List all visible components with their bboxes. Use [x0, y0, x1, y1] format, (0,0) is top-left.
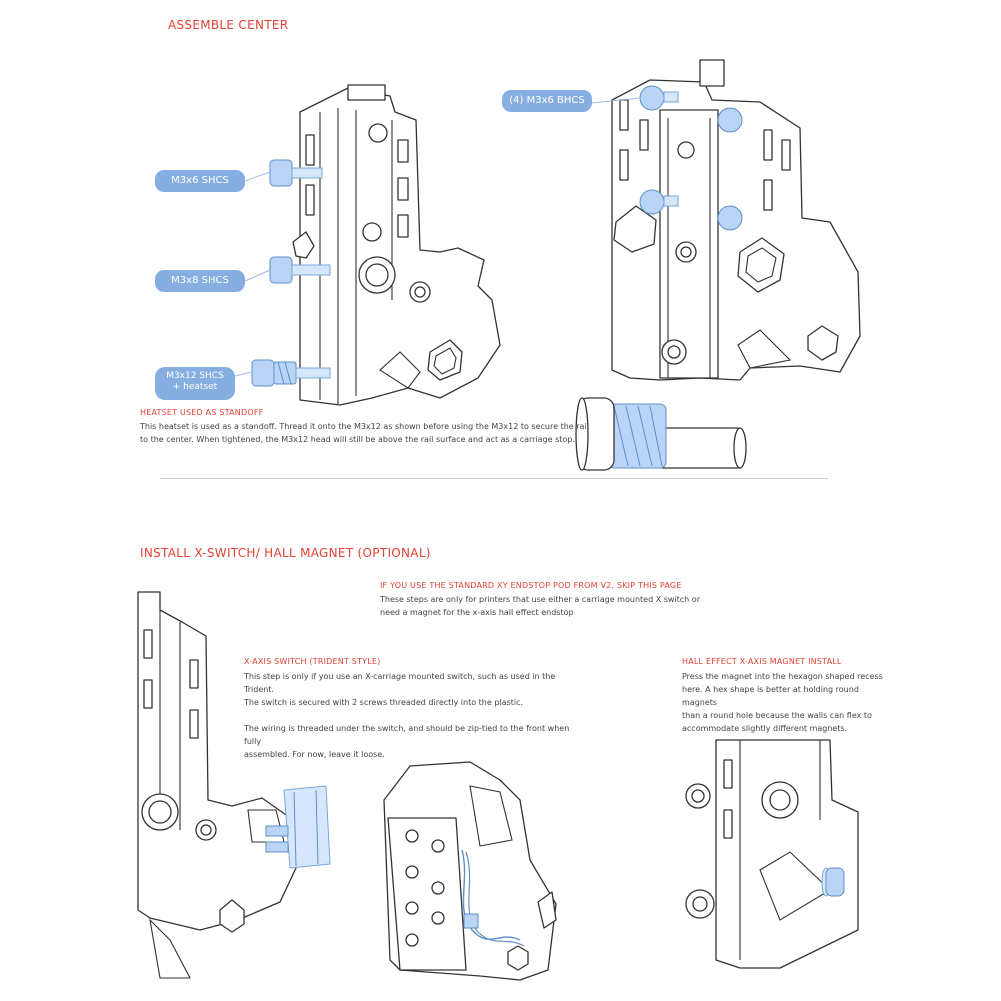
callout-m3x6-bhcs: (4) M3x6 BHCS: [502, 90, 592, 112]
m3x8-shcs-screw: [269, 256, 331, 284]
section-divider: [160, 478, 828, 479]
hall-effect-magnet-part: [821, 867, 845, 897]
bhcs-screw-2: [717, 107, 743, 133]
center-assembly-rear-drawing: [591, 59, 861, 381]
callout-m3x8-shcs: M3x8 SHCS: [155, 270, 245, 292]
hall-line: Press the magnet into the hexagon shaped…: [682, 672, 883, 681]
skip-page-text: These steps are only for printers that u…: [380, 593, 700, 619]
callout-m3x6-shcs: M3x6 SHCS: [155, 170, 245, 192]
hall-line: than a round hole because the walls can …: [682, 711, 872, 720]
xswitch-line: The wiring is threaded under the switch,…: [244, 724, 570, 746]
x-axis-switch-text: This step is only if you use an X-carria…: [244, 670, 574, 761]
skip-page-title: IF YOU USE THE STANDARD XY ENDSTOP POD F…: [380, 581, 682, 590]
hall-effect-magnet-text: Press the magnet into the hexagon shaped…: [682, 670, 892, 735]
xswitch-line: This step is only if you use an X-carria…: [244, 672, 556, 694]
hall-line: here. A hex shape is better at holding r…: [682, 685, 859, 707]
skip-line: need a magnet for the x-axis hall effect…: [380, 608, 574, 617]
bhcs-screw-3: [639, 189, 679, 215]
xswitch-line: The switch is secured with 2 screws thre…: [244, 698, 524, 707]
skip-line: These steps are only for printers that u…: [380, 595, 700, 604]
heatset-standoff-closeup-drawing: [575, 397, 747, 471]
hall-effect-magnet-title: HALL EFFECT X-AXIS MAGNET INSTALL: [682, 657, 842, 666]
note-title-heatset-standoff: HEATSET USED AS STANDOFF: [140, 408, 264, 417]
callout-m3x12-shcs-heatset: M3x12 SHCS + heatset: [155, 367, 235, 400]
callout-m3x12-line2: + heatset: [172, 382, 218, 392]
x-switch-side-drawing: [137, 591, 331, 979]
callout-m3x12-line1: M3x12 SHCS: [166, 371, 224, 381]
m3x6-shcs-screw: [269, 159, 323, 187]
xswitch-line: assembled. For now, leave it loose.: [244, 750, 385, 759]
hall-magnet-drawing: [685, 739, 859, 969]
center-assembly-exploded-drawing: [234, 84, 501, 406]
note-line: This heatset is used as a standoff. Thre…: [140, 422, 589, 431]
x-axis-switch-part: [265, 785, 331, 869]
section-title-assemble-center: ASSEMBLE CENTER: [168, 18, 289, 32]
bhcs-screw-4: [717, 205, 743, 231]
note-line: to the center. When tightened, the M3x12…: [140, 435, 575, 444]
m3x12-shcs-heatset-screw: [251, 359, 331, 387]
hall-line: accommodate slightly different magnets.: [682, 724, 848, 733]
x-axis-switch-title: X-AXIS SWITCH (TRIDENT STYLE): [244, 657, 381, 666]
section-title-install-x-switch: INSTALL X-SWITCH/ HALL MAGNET (OPTIONAL): [140, 546, 431, 560]
x-switch-wiring-drawing: [383, 761, 557, 981]
note-heatset-standoff-text: This heatset is used as a standoff. Thre…: [140, 420, 600, 446]
